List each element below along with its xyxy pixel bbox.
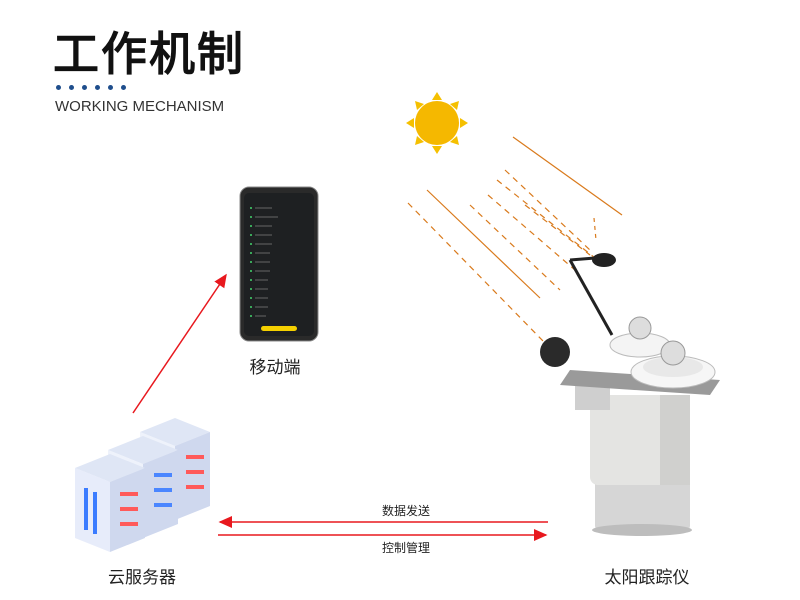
control-label: 控制管理 xyxy=(381,541,431,555)
page-subtitle: WORKING MECHANISM xyxy=(55,98,225,115)
page-title: 工作机制 xyxy=(53,27,245,81)
cloud-server-label: 云服务器 xyxy=(108,568,176,588)
decorative-dots xyxy=(56,85,126,90)
mobile-label: 移动端 xyxy=(249,358,301,378)
tracker-label: 太阳跟踪仪 xyxy=(604,568,690,588)
sun-rays xyxy=(407,136,623,344)
data-send-label: 数据发送 xyxy=(381,504,431,518)
cloud-server-icon xyxy=(75,418,210,552)
upload-arrow xyxy=(132,273,227,414)
solar-tracker-device xyxy=(540,253,720,536)
mobile-phone xyxy=(239,186,319,342)
sun-icon xyxy=(406,92,468,154)
